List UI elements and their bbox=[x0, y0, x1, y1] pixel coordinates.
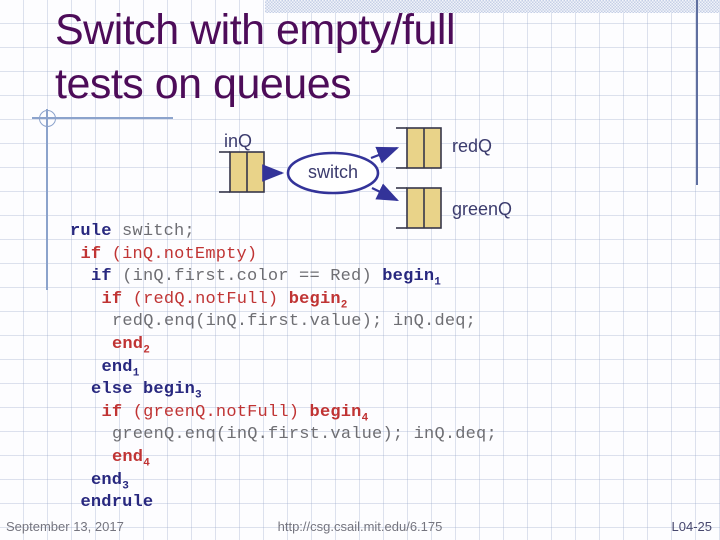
compass-ornament-icon bbox=[39, 110, 56, 127]
red-queue-icon bbox=[396, 127, 442, 169]
footer-slide-number: L04-25 bbox=[671, 519, 712, 534]
arrow-switch-to-greenq bbox=[371, 183, 399, 201]
code-line: end2 bbox=[112, 334, 151, 357]
code-line: end3 bbox=[91, 470, 130, 492]
green-queue-label: greenQ bbox=[452, 199, 513, 219]
code-line: else begin3 bbox=[91, 380, 202, 402]
switch-label: switch bbox=[307, 162, 358, 182]
slide-title: Switch with empty/full tests on queues bbox=[55, 3, 456, 111]
arrow-switch-to-redq bbox=[370, 146, 400, 164]
in-queue-label: inQ bbox=[224, 131, 253, 151]
green-queue-icon bbox=[396, 187, 442, 229]
code-line: end1 bbox=[101, 357, 140, 379]
code-line: greenQ.enq(inQ.first.value); inQ.deq; bbox=[112, 425, 497, 445]
right-vertical-line bbox=[696, 0, 698, 185]
code-line: redQ.enq(inQ.first.value); inQ.deq; bbox=[112, 312, 477, 332]
code-line: endrule bbox=[80, 493, 154, 513]
code-line: if (inQ.notEmpty) bbox=[80, 244, 258, 264]
footer-date: September 13, 2017 bbox=[6, 519, 124, 534]
footer-url: http://csg.csail.mit.edu/6.175 bbox=[277, 519, 443, 534]
slide-title-line2: tests on queues bbox=[55, 60, 352, 108]
top-band-decoration bbox=[265, 0, 720, 13]
title-underline-line bbox=[32, 117, 173, 119]
slide-title-line1: Switch with empty/full bbox=[55, 6, 456, 54]
code-line: if (redQ.notFull) begin2 bbox=[101, 289, 348, 312]
code-line: end4 bbox=[112, 447, 151, 470]
in-queue-icon bbox=[219, 151, 265, 193]
code-block: rule switch; if (inQ.notEmpty) if (inQ.fir… bbox=[70, 221, 497, 515]
code-line: if (greenQ.notFull) begin4 bbox=[101, 402, 369, 425]
red-queue-label: redQ bbox=[452, 136, 493, 156]
code-line: if (inQ.first.color == Red) begin1 bbox=[91, 267, 442, 289]
left-vertical-line bbox=[46, 109, 48, 290]
code-line: rule switch; bbox=[70, 222, 195, 241]
switch-oval bbox=[286, 151, 380, 195]
